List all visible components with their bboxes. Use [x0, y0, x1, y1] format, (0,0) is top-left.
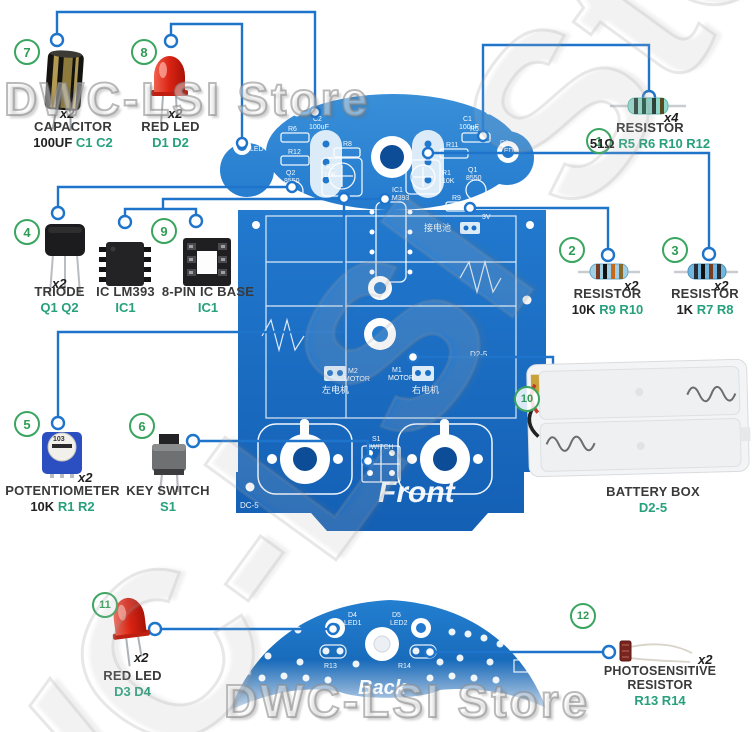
label-led-front: RED LED D1 D2: [141, 119, 200, 150]
qty-capacitor: x2: [60, 106, 75, 121]
label-ic-lm393: IC LM393 IC1: [96, 284, 155, 315]
svg-text:D1: D1: [500, 140, 509, 147]
badge-10: 10: [514, 386, 540, 412]
svg-text:R1: R1: [442, 170, 451, 177]
label-led-back: RED LED D3 D4: [103, 668, 162, 699]
label-photoresistor: PHOTOSENSITIVE RESISTOR R13 R14: [603, 664, 717, 708]
svg-text:100uF: 100uF: [459, 124, 479, 131]
badge-11: 11: [92, 592, 118, 618]
label-resistor-1k: RESISTOR 1K R7 R8: [671, 286, 739, 317]
potentiometer-photo: 103: [42, 432, 82, 478]
svg-text:8550: 8550: [466, 175, 482, 182]
label-resistor-10k: RESISTOR 10K R9 R10: [571, 286, 644, 317]
label-triode: TRIODE Q1 Q2: [34, 284, 85, 315]
svg-text:IC1: IC1: [392, 187, 403, 194]
ic-base-photo: [183, 238, 231, 286]
svg-text:M1: M1: [392, 367, 402, 374]
svg-text:D4: D4: [348, 612, 357, 619]
badge-2: 2: [559, 237, 585, 263]
callout-potentiometer: [56, 198, 346, 423]
badge-5: 5: [14, 411, 40, 437]
svg-text:右电机: 右电机: [412, 384, 439, 395]
red-led-back-photo: [112, 597, 150, 667]
capacitor-photo: [44, 50, 84, 131]
svg-text:R12: R12: [288, 149, 301, 156]
svg-text:3V: 3V: [482, 214, 491, 221]
svg-text:MOTOR: MOTOR: [344, 376, 370, 383]
svg-text:D2: D2: [248, 138, 257, 145]
svg-text:C2: C2: [313, 116, 322, 123]
callout-resistor-51: [481, 43, 651, 136]
svg-text:R5: R5: [470, 126, 479, 133]
svg-text:LED2: LED2: [390, 620, 408, 627]
svg-text:103: 103: [53, 436, 65, 443]
badge-6: 6: [129, 413, 155, 439]
svg-text:LED: LED: [500, 148, 514, 155]
badge-12: 12: [570, 603, 596, 629]
svg-text:10K: 10K: [442, 178, 455, 185]
label-key-switch: KEY SWITCH S1: [126, 483, 210, 514]
resistor-10k-photo: [578, 263, 640, 280]
label-potentiometer: POTENTIOMETER 10K R1 R2: [5, 483, 120, 514]
ic-lm393-photo: [99, 242, 151, 286]
svg-text:接电池: 接电池: [424, 222, 451, 233]
front-text: Front: [378, 476, 457, 509]
qty-potentiometer: x2: [78, 470, 93, 485]
svg-text:100uF: 100uF: [309, 124, 329, 131]
callout-resistor-10k: [470, 206, 610, 255]
callout-resistor-1k: [428, 151, 711, 254]
red-led-front-photo: [151, 56, 188, 125]
label-resistor-51: RESISTOR 51Ω R5 R6 R10 R12: [589, 120, 711, 151]
svg-text:D5: D5: [392, 612, 401, 619]
svg-text:M2: M2: [348, 368, 358, 375]
svg-text:SWITCH: SWITCH: [366, 444, 394, 451]
svg-text:LED1: LED1: [344, 620, 362, 627]
callout-capacitor: [55, 10, 317, 112]
resistor-1k-photo: [674, 263, 738, 280]
svg-text:10K: 10K: [324, 172, 337, 179]
svg-text:D2-5: D2-5: [470, 350, 488, 359]
battery-box-photo: [526, 358, 751, 478]
svg-text:R8: R8: [343, 141, 352, 148]
badge-3: 3: [662, 237, 688, 263]
badge-7: 7: [14, 39, 40, 65]
qty-photoresistor: x2: [698, 652, 713, 667]
qty-triode: x2: [52, 276, 67, 291]
svg-text:LM393: LM393: [388, 195, 410, 202]
badge-1: 1: [586, 128, 612, 154]
label-capacitor: CAPACITOR 100UF C1 C2: [33, 119, 113, 150]
badge-8: 8: [131, 39, 157, 65]
label-battery-box: BATTERY BOX D2-5: [606, 484, 700, 515]
svg-text:R11: R11: [446, 142, 458, 149]
qty-led-front: x2: [168, 106, 183, 121]
svg-text:R2: R2: [326, 164, 335, 171]
svg-text:R9: R9: [452, 195, 461, 202]
svg-text:S1: S1: [372, 436, 381, 443]
svg-text:Q1: Q1: [468, 167, 477, 174]
key-switch-photo: [152, 434, 186, 493]
label-ic-base: 8-PIN IC BASE IC1: [161, 284, 255, 315]
svg-text:LED: LED: [250, 146, 264, 153]
callout-led-front: [169, 22, 244, 143]
qty-led-back: x2: [134, 650, 149, 665]
badge-4: 4: [14, 219, 40, 245]
photoresistor-photo: [619, 640, 693, 663]
qty-resistor-1k: x2: [714, 278, 729, 293]
callout-key-switch: [193, 439, 370, 458]
resistor-51-photo: [610, 97, 686, 115]
badge-9: 9: [151, 218, 177, 244]
qty-resistor-10k: x2: [624, 278, 639, 293]
svg-text:MOTOR: MOTOR: [388, 375, 414, 382]
callout-triode: [56, 185, 292, 213]
svg-text:R6: R6: [288, 126, 297, 133]
qty-resistor-51: x4: [664, 110, 679, 125]
svg-text:左电机: 左电机: [322, 384, 349, 395]
triode-photo: [45, 224, 85, 295]
svg-text:Q2: Q2: [286, 170, 295, 177]
svg-text:C1: C1: [463, 116, 472, 123]
svg-text:DC-5: DC-5: [240, 501, 259, 510]
